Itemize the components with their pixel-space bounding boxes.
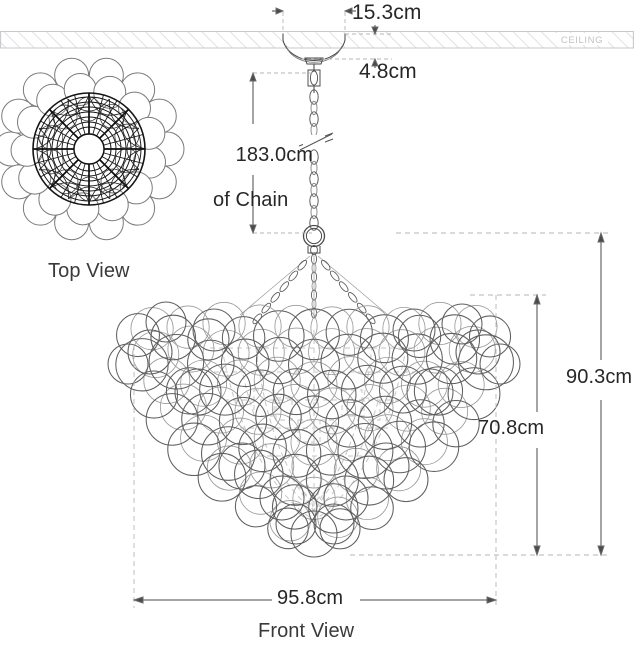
fan-chains [239, 253, 389, 325]
dim-chain-length [249, 71, 312, 235]
dim-label-overall-height: 90.3cm [566, 366, 633, 388]
dim-fixture-width [132, 345, 498, 608]
dim-label-chain-length-value: 183.0cm [235, 144, 314, 167]
dim-fixture-height [470, 293, 546, 557]
dim-label-canopy-diameter: 15.3cm [352, 1, 422, 24]
top-view-drawing [0, 57, 185, 241]
dim-label-canopy-height: 4.8cm [359, 60, 417, 83]
top-view-label: Top View [48, 260, 130, 282]
dim-label-fixture-width: 95.8cm [277, 587, 344, 609]
dim-canopy-height [300, 25, 392, 68]
dim-canopy-diameter [272, 7, 356, 34]
ceiling-label: CEILING [561, 35, 603, 46]
dim-label-chain-length-unit: of Chain [213, 189, 289, 212]
chain-break-symbol [298, 132, 334, 153]
dim-label-fixture-height: 70.8cm [478, 417, 545, 439]
dimension-lines [132, 7, 608, 608]
dim-label-chain-length: 183.0cm of Chain [213, 122, 313, 256]
globe-cluster [107, 301, 521, 558]
dim-overall-height [350, 231, 608, 557]
ceiling-band: CEILING [0, 30, 634, 49]
hanging-ring [302, 224, 326, 256]
front-view-label: Front View [258, 620, 355, 642]
suspension-chain [298, 89, 334, 231]
